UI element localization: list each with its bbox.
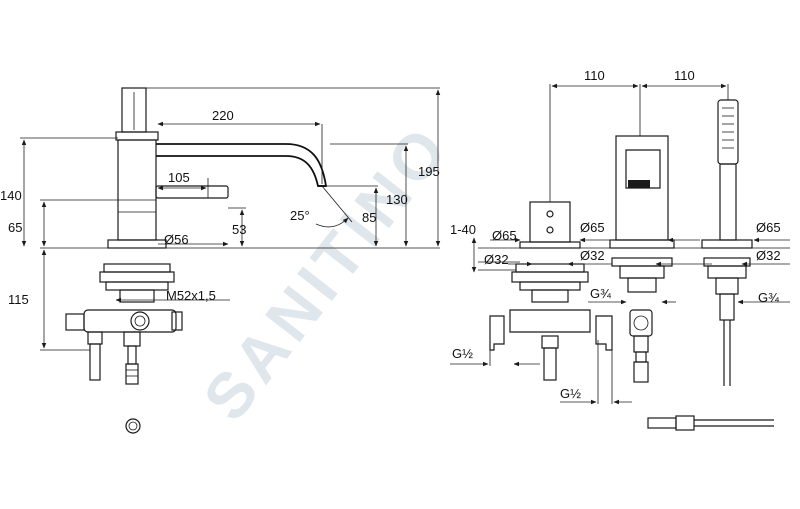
- hose-left: [89, 343, 101, 381]
- mixer-nut-2: [511, 271, 589, 283]
- valve-side-left: [65, 313, 85, 331]
- spout-nut-2: [619, 265, 665, 279]
- dim-diameter-65-b: Ø65: [580, 220, 605, 235]
- mixer-shank: [531, 289, 569, 303]
- hose-left-nut: [87, 331, 103, 345]
- nut-1: [103, 263, 171, 273]
- mixer-inlet-nut: [541, 335, 559, 349]
- mixer-base: [519, 241, 581, 249]
- handshower-guide: [719, 293, 735, 321]
- dim-diameter-65-c: Ø65: [756, 220, 781, 235]
- hose-right-nut: [123, 331, 141, 347]
- top-ring: [115, 131, 159, 141]
- mixer-nut-3: [519, 281, 581, 291]
- watermark-text: SANITINO: [189, 111, 464, 434]
- body: [117, 139, 157, 241]
- spout-inlet: [633, 361, 649, 383]
- dim-105: 105: [168, 170, 190, 185]
- dim-115: 115: [8, 292, 29, 307]
- dim-angle-25: 25°: [290, 208, 310, 223]
- dim-110-a: 110: [584, 68, 605, 83]
- dim-130: 130: [386, 192, 408, 207]
- hose-fitting: [647, 417, 677, 429]
- valve-body: [509, 309, 591, 333]
- dim-diameter-65-a: Ø65: [492, 228, 517, 243]
- spout-shank: [627, 277, 657, 293]
- dim-85: 85: [362, 210, 376, 225]
- valve-port: [130, 311, 150, 331]
- watermark: SANITINO: [189, 111, 464, 434]
- nut-2: [99, 271, 175, 283]
- dim-140: 140: [0, 188, 22, 203]
- handshower-handle: [719, 163, 737, 241]
- left-view-faucet: 220 105 140 65 115 Ø56 M52x1,5 195 130 8…: [0, 87, 441, 434]
- spout-connector: [633, 335, 649, 353]
- handshower-nut-1: [703, 257, 751, 267]
- dim-110-b: 110: [674, 68, 695, 83]
- mixer-inlet: [543, 347, 557, 381]
- handshower-shank: [715, 277, 739, 295]
- dim-g34-b: G¾: [758, 290, 779, 305]
- spout-outlet: [625, 149, 661, 189]
- hose-fitting-nut: [675, 415, 695, 431]
- fitting-ring: [125, 418, 141, 434]
- handshower-base: [701, 239, 753, 249]
- spout-aerator: [628, 180, 650, 188]
- pipe-left: [489, 315, 505, 351]
- dim-65-left: 65: [8, 220, 22, 235]
- dim-diameter-56: Ø56: [164, 232, 189, 247]
- right-view-set: 110 110 1-40 Ø65 Ø65 Ø65 Ø32 Ø32 Ø32 G¾ …: [450, 68, 790, 431]
- base-ring: [107, 239, 167, 249]
- handshower-nut-2: [707, 265, 747, 279]
- dim-220: 220: [212, 108, 234, 123]
- dim-g12-a: G½: [452, 346, 473, 361]
- valve-side-right: [171, 311, 183, 331]
- pipe-right: [595, 315, 613, 351]
- spout-base: [609, 239, 675, 249]
- dim-range-1-40: 1-40: [450, 222, 476, 237]
- dim-diameter-32-a: Ø32: [484, 252, 509, 267]
- hose-right-a: [127, 345, 137, 365]
- mixer-nut-1: [515, 263, 585, 273]
- dim-g12-b: G½: [560, 386, 581, 401]
- spout-adapter: [629, 309, 653, 337]
- mixer-body: [529, 201, 571, 243]
- dim-diameter-32-c: Ø32: [756, 248, 781, 263]
- hose-right-b: [125, 363, 139, 385]
- valve-block: [83, 309, 177, 333]
- nut-3: [105, 281, 169, 291]
- dim-diameter-32-b: Ø32: [580, 248, 605, 263]
- dim-195: 195: [418, 164, 440, 179]
- shank: [119, 289, 155, 303]
- dim-g34-a: G¾: [590, 286, 611, 301]
- dim-m52: M52x1,5: [166, 288, 216, 303]
- dim-53: 53: [232, 222, 246, 237]
- spout-nut-1: [611, 257, 673, 267]
